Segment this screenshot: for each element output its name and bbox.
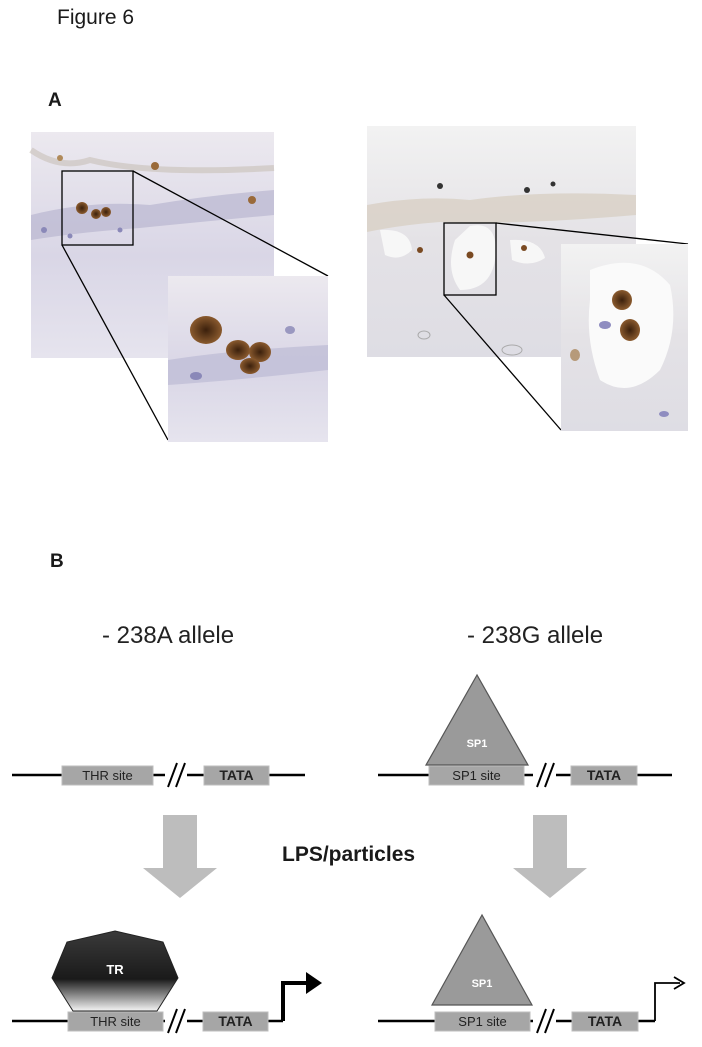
thr-site-box: [61, 765, 154, 786]
zoom-box-left: [61, 170, 134, 246]
tata-box: [203, 765, 270, 786]
allele-g-label: - 238G allele: [467, 622, 604, 649]
sp1-site-label: SP1 site: [452, 768, 501, 783]
micrograph-right-inset: [561, 244, 688, 431]
micrograph-left-inset: [168, 276, 328, 442]
sp1-label: SP1: [466, 738, 488, 750]
promoter-a-bottom: [12, 930, 322, 1034]
promoter-g-top: [378, 673, 672, 788]
transcription-arrow-weak: [654, 982, 680, 1021]
tata-box: [570, 765, 638, 786]
tata-box: [571, 1011, 639, 1032]
panel-a-label: A: [48, 90, 62, 111]
panel-b-label: B: [50, 551, 64, 572]
down-arrow-left: [143, 815, 217, 898]
tata-label: TATA: [218, 1013, 253, 1029]
sp1-triangle-bottom: [430, 913, 534, 1006]
promoter-g-bottom: [378, 913, 686, 1034]
figure-title: Figure 6: [57, 6, 135, 29]
allele-a-label: - 238A allele: [102, 622, 235, 649]
thr-site-label: THR site: [90, 1014, 141, 1029]
sp1-site-box: [428, 765, 525, 786]
tata-box: [202, 1011, 269, 1032]
thr-site-label: THR site: [82, 768, 133, 783]
sp1-triangle-top: [424, 673, 530, 766]
promoter-a-top: [12, 762, 305, 788]
sp1-site-label: SP1 site: [458, 1014, 507, 1029]
sp1-site-box: [434, 1011, 531, 1032]
zoom-box-right: [443, 222, 497, 296]
tr-heptagon: [51, 930, 179, 1012]
thr-site-box: [67, 1011, 164, 1032]
tata-label: TATA: [586, 767, 622, 783]
stimulus-label: LPS/particles: [282, 843, 416, 866]
tata-label: TATA: [587, 1013, 623, 1029]
tata-label: TATA: [219, 767, 254, 783]
transcription-arrow-strong: [281, 981, 312, 1021]
down-arrow-right: [513, 815, 587, 898]
tr-label: TR: [106, 962, 124, 977]
sp1-label: SP1: [471, 978, 493, 990]
